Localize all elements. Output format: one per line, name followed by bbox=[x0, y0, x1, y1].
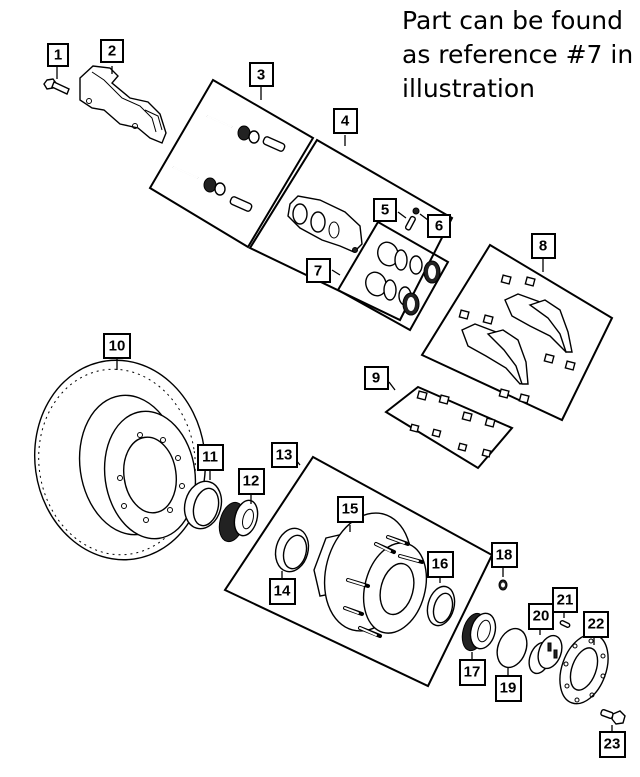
group-frame-9 bbox=[384, 385, 514, 470]
callout-label: 5 bbox=[381, 202, 389, 219]
callout-11: 11 bbox=[197, 444, 224, 471]
leader-lines bbox=[56, 66, 613, 733]
part-gasket bbox=[559, 633, 609, 705]
callout-label: 17 bbox=[464, 664, 481, 681]
callout-2: 2 bbox=[100, 39, 124, 63]
callout-5: 5 bbox=[373, 198, 397, 222]
callout-8: 8 bbox=[531, 233, 556, 259]
callout-label: 12 bbox=[243, 473, 260, 490]
part-brake-rotor bbox=[33, 359, 207, 561]
note-line: illustration bbox=[402, 74, 535, 103]
callout-12: 12 bbox=[238, 468, 265, 495]
callout-label: 6 bbox=[435, 218, 443, 235]
part-washer bbox=[498, 579, 508, 591]
callout-label: 11 bbox=[202, 449, 218, 466]
callout-label: 2 bbox=[108, 43, 116, 60]
callout-label: 7 bbox=[314, 263, 322, 280]
callout-label: 1 bbox=[54, 47, 62, 64]
part-guide-pin-kit bbox=[172, 115, 286, 212]
callout-label: 9 bbox=[372, 370, 380, 387]
callout-17: 17 bbox=[459, 659, 486, 686]
callout-label: 23 bbox=[604, 736, 621, 753]
part-bearing-cup bbox=[183, 480, 223, 530]
part-caliper-adapter bbox=[79, 65, 167, 144]
callout-13: 13 bbox=[271, 442, 298, 468]
part-bleeder-screw bbox=[404, 215, 416, 231]
callout-label: 15 bbox=[342, 501, 359, 518]
callout-16: 16 bbox=[427, 551, 454, 578]
callout-15: 15 bbox=[337, 496, 364, 523]
callout-6: 6 bbox=[427, 214, 451, 238]
callout-label: 18 bbox=[496, 547, 513, 564]
callout-19: 19 bbox=[495, 675, 522, 702]
callout-label: 20 bbox=[533, 608, 550, 625]
part-brake-pad-set bbox=[458, 274, 576, 404]
part-pin bbox=[559, 620, 571, 628]
callout-label: 13 bbox=[276, 447, 293, 464]
callout-21: 21 bbox=[552, 587, 578, 613]
part-spindle-nut bbox=[528, 634, 563, 675]
group-frame-13 bbox=[223, 455, 494, 688]
callout-label: 8 bbox=[539, 238, 547, 255]
callout-18: 18 bbox=[491, 542, 518, 568]
part-outer-bearing-cup bbox=[426, 585, 456, 627]
callout-label: 4 bbox=[341, 113, 350, 130]
callout-3: 3 bbox=[249, 62, 274, 87]
callout-14: 14 bbox=[269, 578, 296, 605]
group-frame-8 bbox=[420, 243, 614, 422]
part-outer-bearing bbox=[461, 612, 497, 652]
callout-label: 19 bbox=[500, 680, 517, 697]
callout-4: 4 bbox=[333, 108, 358, 134]
group-frame-4 bbox=[248, 138, 454, 322]
callout-label: 21 bbox=[557, 592, 574, 609]
part-inner-bearing-cup bbox=[274, 527, 310, 573]
note-line: Part can be found bbox=[402, 6, 624, 35]
callout-label: 10 bbox=[109, 338, 126, 355]
callout-1: 1 bbox=[47, 43, 69, 67]
part-piston-seal-kit bbox=[365, 241, 441, 316]
callout-23: 23 bbox=[599, 731, 626, 758]
group-frame-3 bbox=[148, 78, 315, 249]
part-bolt bbox=[43, 78, 70, 95]
part-flange-bolt bbox=[600, 708, 626, 725]
callout-9: 9 bbox=[364, 366, 389, 390]
part-bearing-cone bbox=[218, 499, 259, 543]
callout-22: 22 bbox=[583, 611, 609, 638]
group-frame-7 bbox=[336, 220, 450, 332]
callout-label: 3 bbox=[257, 67, 265, 84]
callout-label: 14 bbox=[274, 583, 291, 600]
part-snap-ring bbox=[496, 627, 528, 669]
part-hub bbox=[313, 512, 428, 638]
part-pad-clip-kit bbox=[409, 390, 496, 458]
callout-7: 7 bbox=[306, 258, 331, 283]
callout-10: 10 bbox=[103, 333, 131, 359]
part-caliper bbox=[287, 195, 363, 253]
part-bleeder-cap bbox=[412, 207, 420, 215]
callout-20: 20 bbox=[528, 603, 554, 630]
note-line: as reference #7 in bbox=[402, 40, 634, 69]
callout-label: 22 bbox=[588, 616, 605, 633]
callout-label: 16 bbox=[432, 556, 449, 573]
part-reference-note: Part can be found as reference #7 in ill… bbox=[402, 4, 640, 106]
